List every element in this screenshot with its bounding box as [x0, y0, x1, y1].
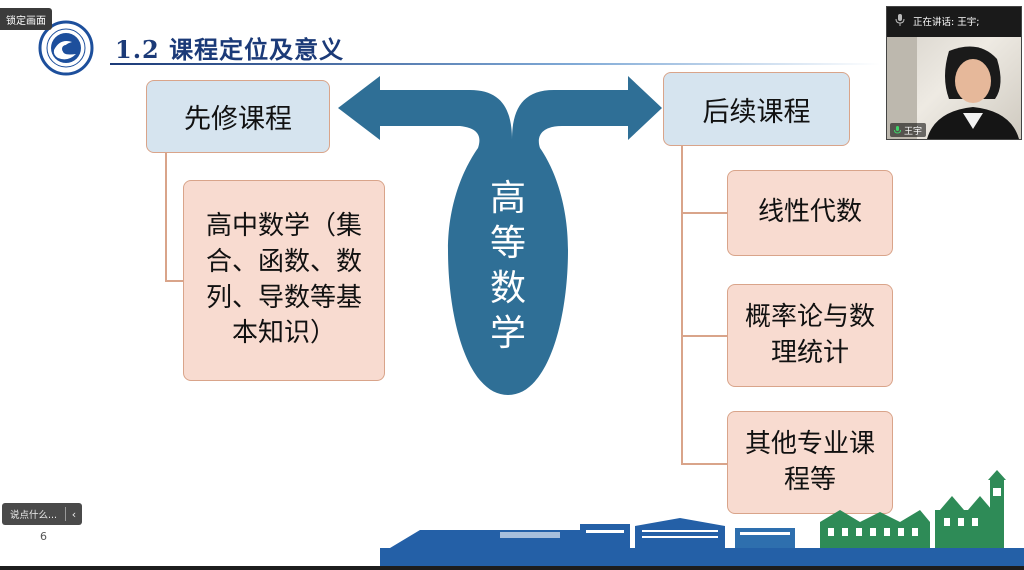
page-number: 6 — [40, 530, 47, 543]
center-char: 数 — [489, 268, 526, 309]
prerequisite-item: 高中数学（集合、函数、数列、导数等基本知识） — [183, 180, 385, 381]
connector-line — [681, 146, 683, 464]
speaker-video-panel[interactable]: 正在讲话: 王宇; 王宇 — [886, 6, 1022, 140]
speaker-status-bar: 正在讲话: 王宇; — [887, 7, 1021, 35]
title-divider — [110, 63, 880, 65]
speaker-name-tag: 王宇 — [890, 123, 927, 137]
chat-placeholder: 说点什么... — [10, 510, 58, 521]
center-char: 学 — [489, 313, 526, 354]
connector-line — [681, 335, 727, 337]
connector-line — [681, 463, 727, 465]
speaking-label: 正在讲话: 王宇; — [913, 17, 980, 28]
speaker-name: 王宇 — [904, 126, 923, 137]
slide-title: 1.2 课程定位及意义 — [115, 35, 345, 64]
connector-line — [681, 212, 727, 214]
followup-header: 后续课程 — [663, 72, 850, 146]
chevron-left-icon[interactable]: ‹ — [71, 507, 77, 521]
microphone-active-icon — [894, 125, 901, 134]
followup-item: 其他专业课程等 — [727, 411, 893, 514]
prerequisite-header: 先修课程 — [146, 80, 330, 153]
chat-input[interactable]: 说点什么... ‹ — [2, 503, 82, 525]
followup-item: 概率论与数理统计 — [727, 284, 893, 387]
campus-skyline-graphic — [380, 470, 1024, 566]
school-logo — [38, 20, 94, 76]
connector-line — [165, 153, 167, 281]
microphone-icon — [887, 13, 913, 29]
center-char: 高 — [489, 178, 526, 219]
bottom-edge — [0, 566, 1024, 570]
center-char: 等 — [489, 223, 526, 264]
center-label: 高 等 数 学 — [483, 176, 533, 356]
chat-divider — [65, 507, 66, 521]
webcam-feed — [887, 37, 1021, 139]
connector-line — [165, 280, 183, 282]
followup-item: 线性代数 — [727, 170, 893, 256]
lock-screen-button[interactable]: 锁定画面 — [0, 8, 52, 30]
